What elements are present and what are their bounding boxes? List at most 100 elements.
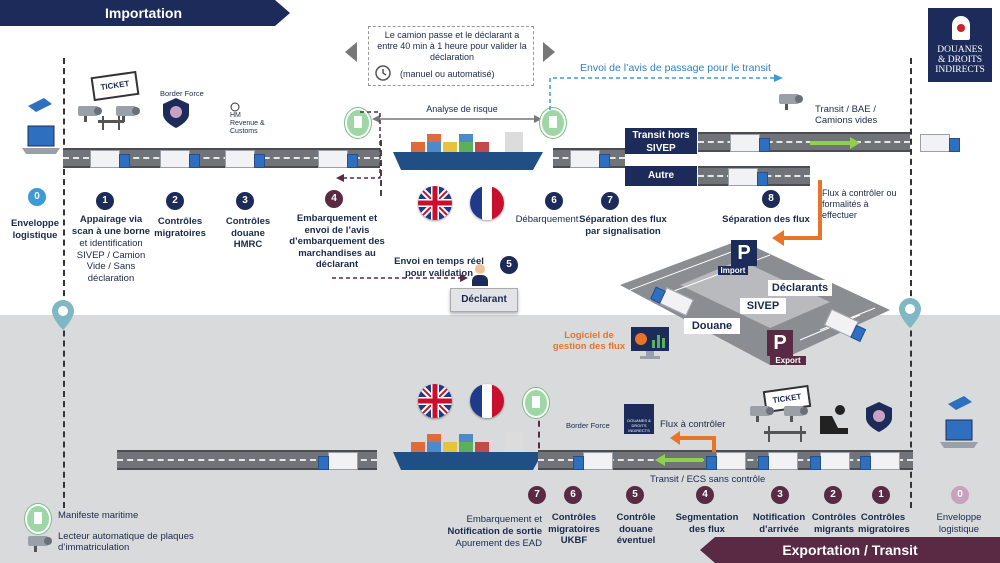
embarquement-flow-arrow [336, 111, 381, 182]
customs-officer-icon [820, 405, 848, 434]
border-force-badge-icon [163, 98, 189, 128]
uk-flag-icon [418, 384, 452, 418]
manifest-legend-label: Manifeste maritime [58, 510, 139, 521]
import-step-8-label: Séparation des flux [722, 214, 810, 225]
mid-boundary [380, 140, 382, 196]
douane-building: Douane [684, 318, 740, 334]
export-parking-label: Export [770, 356, 806, 365]
export-step-1-label: Contrôles migratoires [858, 512, 910, 535]
border-force-text: Border Force [566, 421, 610, 430]
anpr-camera-icon [78, 106, 102, 122]
anpr-camera-icon [750, 406, 774, 422]
fr-flag-icon [470, 384, 504, 418]
hmrc-crown-icon [230, 102, 240, 112]
transit-bae-label: Transit / BAE / Camions vides [815, 104, 878, 126]
orange-flow-arrow [772, 180, 822, 246]
analyse-risque-label: Analyse de risque [426, 104, 498, 114]
export-step-0-label: Enveloppe logistique [936, 512, 982, 535]
export-step-5-label: Contrôle douane éventuel [616, 512, 656, 546]
manifest-icon [523, 388, 549, 418]
export-step-5-number: 5 [626, 486, 644, 504]
fr-flag-icon [470, 186, 504, 220]
logo-emblem [952, 16, 970, 40]
monitor-chart-icon [631, 327, 669, 359]
logiciel-label: Logiciel de gestion des flux [552, 330, 626, 352]
tablet-icon [28, 98, 52, 112]
export-step-6-label: Contrôles migratoires UKBF [548, 512, 600, 546]
import-step-8-number: 8 [762, 190, 780, 208]
manifest-legend-icon [25, 504, 51, 534]
truck-icon [860, 452, 900, 470]
declarant-flow-arrow [332, 274, 468, 282]
import-step-7-label: Séparation des flux par signalisation [579, 214, 667, 237]
import-step-4-label: Embarquement et envoi de l’avis d’embarq… [289, 213, 385, 270]
avis-passage-label: Envoi de l’avis de passage pour le trans… [580, 62, 771, 74]
green-arrow-icon [655, 454, 703, 466]
truck-icon [573, 452, 613, 470]
ticket-icon-text: TICKET [99, 79, 130, 92]
tablet-icon [948, 396, 972, 410]
anpr-legend-label: Lecteur automatique de plaques d’immatri… [58, 531, 194, 553]
right-boundary [910, 58, 912, 508]
truck-icon [706, 452, 746, 470]
douanes-small-logo: DOUANES & DROITS INDIRECTS [624, 404, 654, 434]
export-road-left [117, 450, 377, 470]
laptop-icon [940, 419, 978, 448]
truck-icon [225, 150, 265, 168]
truck-icon [810, 452, 850, 470]
manifest-icon [540, 108, 566, 138]
import-step-0-label: Enveloppe logistique [10, 218, 60, 241]
timing-note-sub: (manuel ou automatisé) [400, 69, 495, 79]
import-step-1-label: Appairage via scan à une borne [71, 214, 151, 237]
import-step-5-label: Envoi en temps réel pour validation [394, 256, 484, 279]
barrier-icon [764, 426, 806, 442]
import-step-1-sub: et identification SIVEP / Camion Vide / … [76, 238, 146, 284]
import-parking-letter: P [737, 242, 751, 264]
transit-hors-sivep-tag: Transit hors SIVEP [625, 128, 697, 154]
person-icon [472, 264, 488, 286]
truck-icon [730, 134, 770, 152]
mid-boundary-bottom [538, 410, 540, 470]
export-step-3-label: Notification d’arrivée [752, 512, 806, 535]
logo-line-2: & DROITS [937, 55, 983, 65]
location-pin-icon [52, 300, 74, 330]
hmrc-text: HM Revenue & Customs [230, 112, 265, 135]
export-step-7-bold: Notification de sortie [447, 526, 542, 537]
truck-icon [758, 452, 798, 470]
truck-icon [728, 168, 768, 186]
location-pin-icon [899, 298, 921, 328]
barrier-icon [98, 116, 124, 130]
declarants-building: Déclarants [768, 280, 832, 296]
export-step-1-number: 1 [872, 486, 890, 504]
anpr-camera-icon [784, 406, 808, 422]
export-step-4-label: Segmentation des flux [675, 512, 739, 535]
export-banner: Exportation / Transit [700, 537, 1000, 563]
import-step-6-label: Débarquement [515, 214, 579, 225]
import-step-2-label: Contrôles migratoires [154, 216, 206, 239]
export-step-7-label: Embarquement et [466, 514, 542, 525]
truck-icon [920, 134, 960, 152]
import-step-2-number: 2 [166, 192, 184, 210]
logo-line-3: INDIRECTS [935, 65, 985, 75]
timing-note-box [368, 26, 534, 86]
truck-icon [160, 150, 200, 168]
import-step-3-number: 3 [236, 192, 254, 210]
export-step-3-number: 3 [771, 486, 789, 504]
autre-tag: Autre [625, 166, 697, 186]
green-arrow-icon [810, 137, 860, 149]
ship-icon [393, 432, 543, 470]
anpr-camera-icon [116, 106, 140, 122]
declarant-box: Déclarant [450, 288, 518, 312]
ship-icon [393, 132, 543, 170]
orange-flow-arrow [670, 431, 716, 452]
import-step-7-number: 7 [601, 192, 619, 210]
analyse-arrow [372, 115, 542, 123]
uk-flag-icon [418, 186, 452, 220]
laptop-icon [22, 125, 60, 154]
export-step-0-number: 0 [951, 486, 969, 504]
import-step-5-number: 5 [500, 256, 518, 274]
import-step-3-label: Contrôles douane HMRC [225, 216, 271, 250]
manifest-icon [345, 108, 371, 138]
douanes-small-logo-text: DOUANES & DROITS INDIRECTS [627, 418, 651, 433]
